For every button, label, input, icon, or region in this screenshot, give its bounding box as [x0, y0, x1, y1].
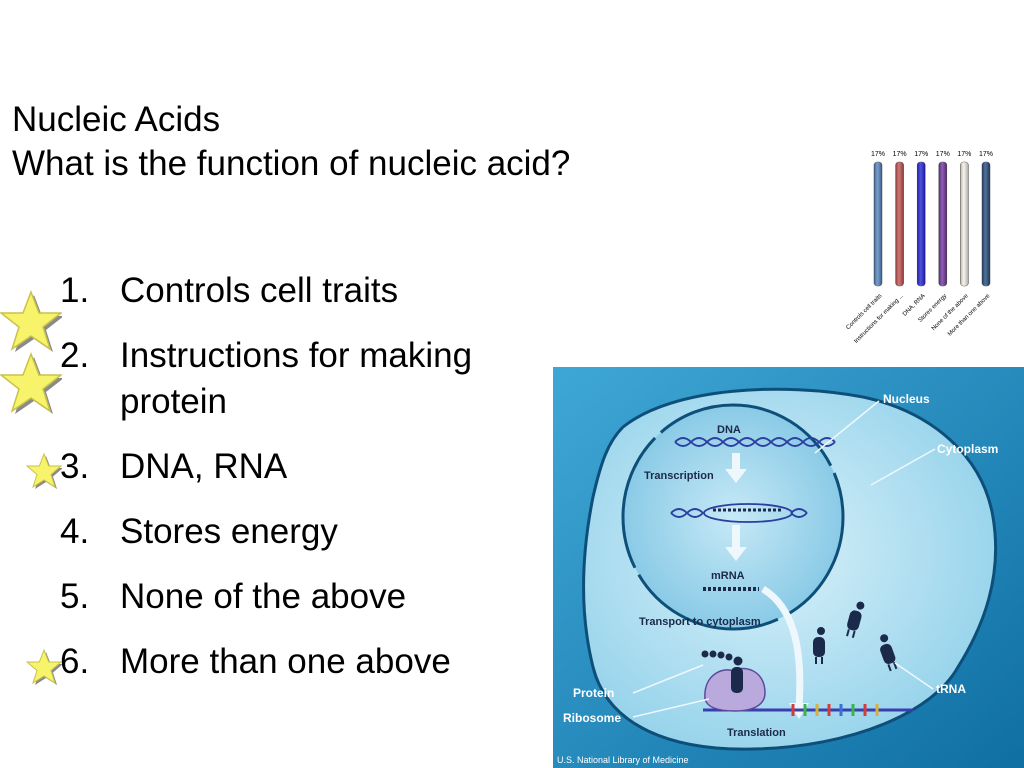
answer-text: More than one above — [120, 642, 451, 681]
answer-item: 5. None of the above — [60, 574, 560, 620]
answer-text: None of the above — [120, 577, 407, 616]
trna-icon — [731, 656, 743, 693]
answer-number: 1. — [60, 271, 90, 310]
trna-icon — [846, 601, 865, 638]
title-line-2: What is the function of nucleic acid? — [12, 144, 571, 183]
chart-data-label: 17% — [936, 151, 950, 158]
answer-number: 6. — [60, 642, 90, 681]
answer-number: 4. — [60, 512, 90, 551]
figure-credit: U.S. National Library of Medicine — [557, 755, 689, 765]
codon-marks — [791, 704, 879, 716]
transport-arrow — [761, 586, 804, 708]
star-icon — [0, 290, 62, 352]
label-trna: tRNA — [936, 682, 966, 696]
answer-number: 5. — [60, 577, 90, 616]
title-line-1: Nucleic Acids — [12, 100, 221, 139]
chart-data-label: 17% — [871, 151, 885, 158]
chart-tick-label: Controls cell traits — [845, 293, 883, 331]
protein-chain — [701, 650, 733, 661]
label-transport: Transport to cytoplasm — [639, 616, 761, 628]
label-dna: DNA — [717, 424, 741, 436]
dna-helix-icon — [674, 437, 836, 447]
label-cytoplasm: Cytoplasm — [937, 442, 998, 456]
answer-item: 1. Controls cell traits — [60, 268, 560, 314]
chart-data-label: 17% — [893, 151, 907, 158]
answer-text: Stores energy — [120, 512, 338, 551]
chart-bar-shade — [917, 162, 926, 286]
answer-number: 3. — [60, 447, 90, 486]
answer-item: 3. DNA, RNA — [60, 444, 560, 490]
star-icon — [26, 648, 62, 685]
nucleus — [621, 403, 845, 631]
answer-text: Instructions for making protein — [120, 336, 473, 421]
chart-data-label: 17% — [979, 151, 993, 158]
response-bar-chart: 17%17%17%17%17%17% Controls cell traitsI… — [845, 151, 993, 345]
answer-text: Controls cell traits — [120, 271, 399, 310]
trna-icon — [880, 634, 898, 672]
chart-tick-label: None of the above — [931, 293, 970, 332]
chart-bar-shade — [874, 162, 882, 286]
label-translation: Translation — [727, 727, 786, 739]
protein-synthesis-diagram: Nucleus Cytoplasm Protein Ribosome tRNA … — [553, 367, 1024, 768]
chart-data-label: 17% — [957, 151, 971, 158]
answer-item: 6. More than one above — [60, 639, 560, 685]
trna-icon — [813, 627, 825, 664]
label-protein: Protein — [573, 686, 614, 700]
chart-bar-shade — [895, 162, 904, 286]
star-icon — [26, 452, 62, 489]
label-nucleus: Nucleus — [883, 392, 930, 406]
chart-data-label: 17% — [914, 151, 928, 158]
answer-list: 1. Controls cell traits 2. Instructions fo… — [60, 268, 560, 704]
slide-title: Nucleic Acids What is the function of nu… — [12, 98, 570, 186]
chart-bar-shade — [982, 162, 990, 286]
chart-tick-label: More than one above — [947, 293, 992, 338]
answer-item: 2. Instructions for making protein — [60, 333, 560, 425]
answer-text: DNA, RNA — [120, 447, 288, 486]
star-icon — [0, 352, 62, 414]
answer-item: 4. Stores energy — [60, 509, 560, 555]
arrow-icon — [725, 453, 747, 561]
label-ribosome: Ribosome — [563, 711, 621, 725]
label-pointers — [632, 400, 936, 718]
label-transcription: Transcription — [644, 470, 714, 482]
label-mrna: mRNA — [711, 570, 745, 582]
chart-bar-shade — [938, 162, 947, 286]
answer-number: 2. — [60, 336, 90, 375]
chart-bar-shade — [960, 162, 969, 286]
transcription-bubble — [670, 503, 808, 523]
